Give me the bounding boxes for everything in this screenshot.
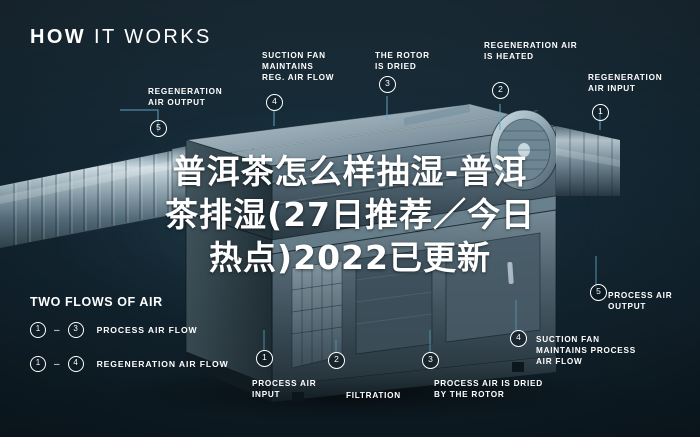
callout-label-regeneration-air-output: REGENERATION AIR OUTPUT (148, 87, 223, 107)
callout-badge-2: 2 (492, 82, 509, 99)
legend-row-process-air: 1 – 3 PROCESS AIR FLOW (30, 322, 198, 338)
legend-badge-to-3: 3 (67, 322, 84, 338)
legend-dash-2: – (54, 358, 60, 370)
callout-label-regeneration-air-input: REGENERATION AIR INPUT (588, 73, 663, 93)
callout-badge-3: 3 (379, 76, 396, 93)
callout-badge-3b: 3 (422, 352, 439, 369)
callout-badge-1b: 1 (256, 350, 273, 367)
legend-badge-to-4: 4 (67, 356, 84, 372)
callout-label-suction-fan-process: SUCTION FAN MAINTAINS PROCESS AIR FLOW (536, 335, 636, 366)
legend-row-regeneration-air: 1 – 4 REGENERATION AIR FLOW (30, 356, 229, 372)
callout-label-process-air-output: PROCESS AIR OUTPUT (608, 291, 673, 311)
callout-label-rotor-dried: THE ROTOR IS DRIED (375, 51, 430, 71)
callout-label-filtration: FILTRATION (346, 391, 401, 400)
watermark-line-3: 热点)2022已更新 (209, 238, 491, 277)
callout-label-regeneration-air-heated: REGENERATION AIR IS HEATED (484, 41, 578, 61)
legend-label-process-air-flow: PROCESS AIR FLOW (96, 325, 198, 335)
callout-label-suction-fan-reg: SUCTION FAN MAINTAINS REG. AIR FLOW (262, 51, 335, 82)
legend-label-regeneration-air-flow: REGENERATION AIR FLOW (96, 359, 229, 369)
page-title-bold: HOW (30, 26, 87, 48)
callout-badge-5: 5 (150, 120, 167, 137)
legend-badge-from-1b: 1 (30, 356, 46, 372)
watermark-line-2: 茶排湿(27日推荐／今日 (164, 195, 535, 234)
watermark-overlay: 普洱茶怎么样抽湿-普洱 茶排湿(27日推荐／今日 热点)2022已更新 (0, 150, 700, 279)
callout-badge-5b: 5 (590, 284, 607, 301)
legend-dash-1: – (54, 324, 60, 336)
legend-title: TWO FLOWS OF AIR (30, 295, 163, 309)
page-title-light: IT WORKS (86, 26, 212, 48)
callout-label-process-air-dried: PROCESS AIR IS DRIED BY THE ROTOR (434, 379, 543, 399)
legend-badge-from-1: 1 (30, 322, 46, 338)
callout-badge-1: 1 (592, 104, 609, 121)
callout-badge-2b: 2 (328, 352, 345, 369)
watermark-line-1: 普洱茶怎么样抽湿-普洱 (172, 152, 528, 191)
callout-badge-4: 4 (266, 94, 283, 111)
callout-label-process-air-input: PROCESS AIR INPUT (252, 379, 317, 399)
callout-badge-4b: 4 (510, 330, 527, 347)
page-title: HOW IT WORKS (30, 26, 212, 49)
